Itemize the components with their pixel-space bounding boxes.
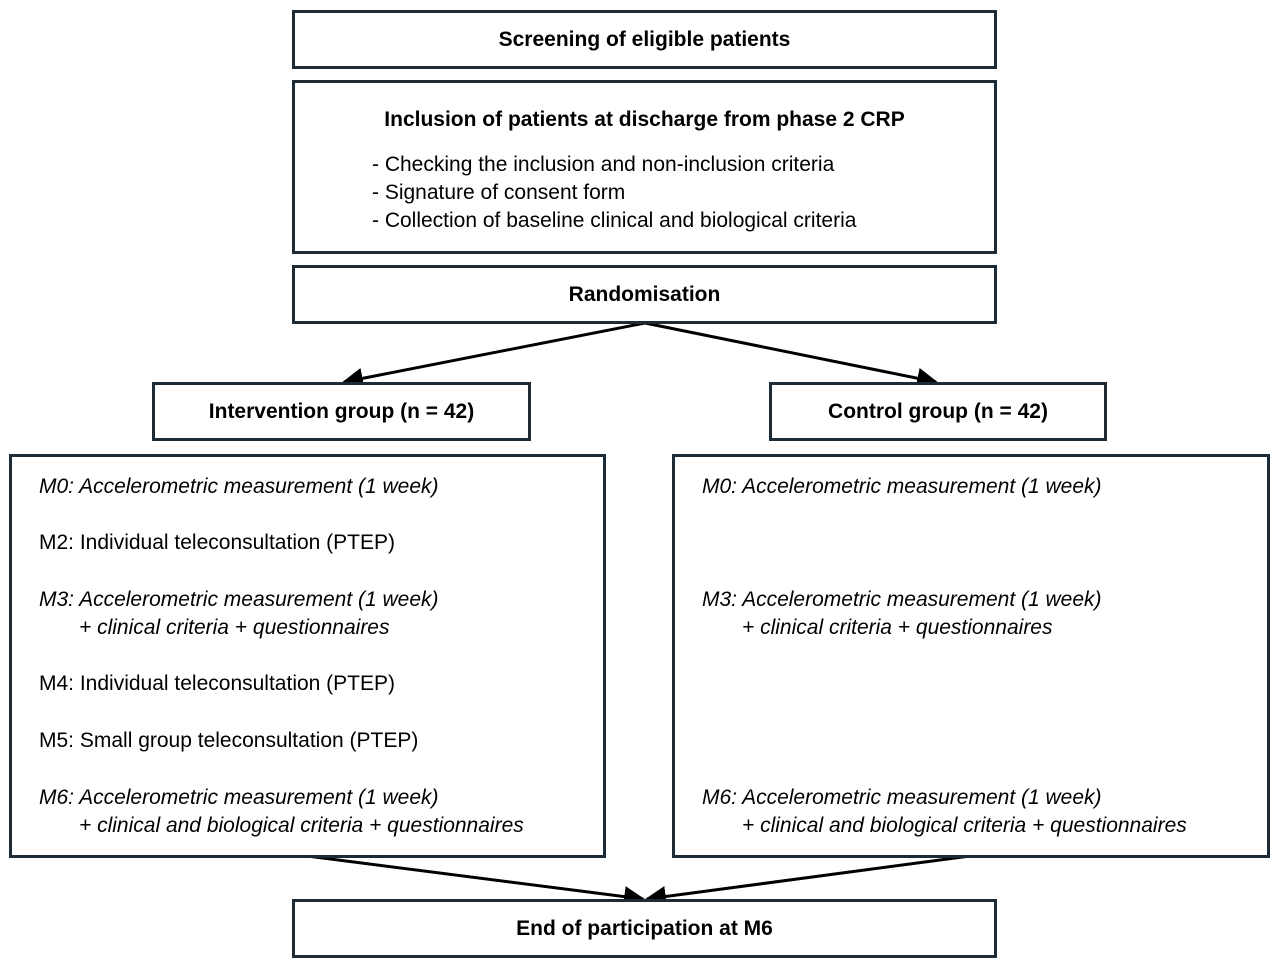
schedule-step: M0: Accelerometric measurement (1 week) — [702, 473, 1102, 501]
step-text: Small group teleconsultation (PTEP) — [74, 729, 419, 752]
schedule-step: M3: Accelerometric measurement (1 week) … — [702, 586, 1102, 642]
step-detail: + clinical and biological criteria + que… — [742, 814, 1187, 837]
arrow-control-to-end — [644, 854, 971, 907]
step-detail: + clinical and biological criteria + que… — [79, 814, 524, 837]
end-label: End of participation at M6 — [516, 916, 773, 940]
schedule-step: M0: Accelerometric measurement (1 week) — [39, 473, 439, 501]
schedule-step: M6: Accelerometric measurement (1 week) … — [39, 784, 524, 840]
schedule-step: M2: Individual teleconsultation (PTEP) — [39, 529, 395, 557]
arrow-to-intervention — [341, 321, 646, 389]
step-detail: + clinical criteria + questionnaires — [79, 616, 390, 639]
step-month: M3: — [702, 588, 738, 611]
intervention-group-title: Intervention group (n = 42) — [208, 399, 475, 423]
arrow-to-control — [644, 321, 939, 389]
schedule-step: M3: Accelerometric measurement (1 week) … — [39, 586, 439, 642]
inclusion-item: - Collection of baseline clinical and bi… — [372, 209, 857, 232]
arrow-intervention-to-end — [306, 854, 646, 908]
schedule-step: M4: Individual teleconsultation (PTEP) — [39, 670, 395, 698]
step-month: M6: — [39, 786, 75, 809]
inclusion-title: Inclusion of patients at discharge from … — [384, 108, 905, 131]
inclusion-item: - Checking the inclusion and non-inclusi… — [372, 153, 835, 176]
step-detail: + clinical criteria + questionnaires — [742, 616, 1053, 639]
intervention-schedule-box: M0: Accelerometric measurement (1 week) … — [9, 454, 606, 858]
step-month: M0: — [702, 475, 738, 498]
step-month: M3: — [39, 588, 75, 611]
intervention-group-box: Intervention group (n = 42) — [152, 382, 531, 441]
control-group-title: Control group (n = 42) — [828, 399, 1048, 423]
schedule-step: M5: Small group teleconsultation (PTEP) — [39, 727, 418, 755]
step-text: Individual teleconsultation (PTEP) — [74, 672, 396, 695]
step-text: Accelerometric measurement (1 week) — [737, 588, 1102, 611]
screening-label: Screening of eligible patients — [498, 27, 791, 51]
randomisation-label: Randomisation — [568, 282, 721, 306]
randomisation-box: Randomisation — [292, 265, 997, 324]
inclusion-item: - Signature of consent form — [372, 181, 626, 204]
step-month: M5: — [39, 729, 75, 752]
step-month: M0: — [39, 475, 75, 498]
step-text: Accelerometric measurement (1 week) — [74, 786, 439, 809]
step-month: M6: — [702, 786, 738, 809]
inclusion-box: Inclusion of patients at discharge from … — [292, 80, 997, 254]
screening-box: Screening of eligible patients — [292, 10, 997, 69]
control-schedule-box: M0: Accelerometric measurement (1 week) … — [672, 454, 1270, 858]
step-text: Accelerometric measurement (1 week) — [74, 588, 439, 611]
step-text: Individual teleconsultation (PTEP) — [74, 531, 396, 554]
control-group-box: Control group (n = 42) — [769, 382, 1107, 441]
step-text: Accelerometric measurement (1 week) — [737, 475, 1102, 498]
schedule-step: M6: Accelerometric measurement (1 week) … — [702, 784, 1187, 840]
step-month: M2: — [39, 531, 75, 554]
step-text: Accelerometric measurement (1 week) — [737, 786, 1102, 809]
end-box: End of participation at M6 — [292, 899, 997, 958]
step-month: M4: — [39, 672, 75, 695]
step-text: Accelerometric measurement (1 week) — [74, 475, 439, 498]
inclusion-list: - Checking the inclusion and non-inclusi… — [372, 151, 856, 235]
